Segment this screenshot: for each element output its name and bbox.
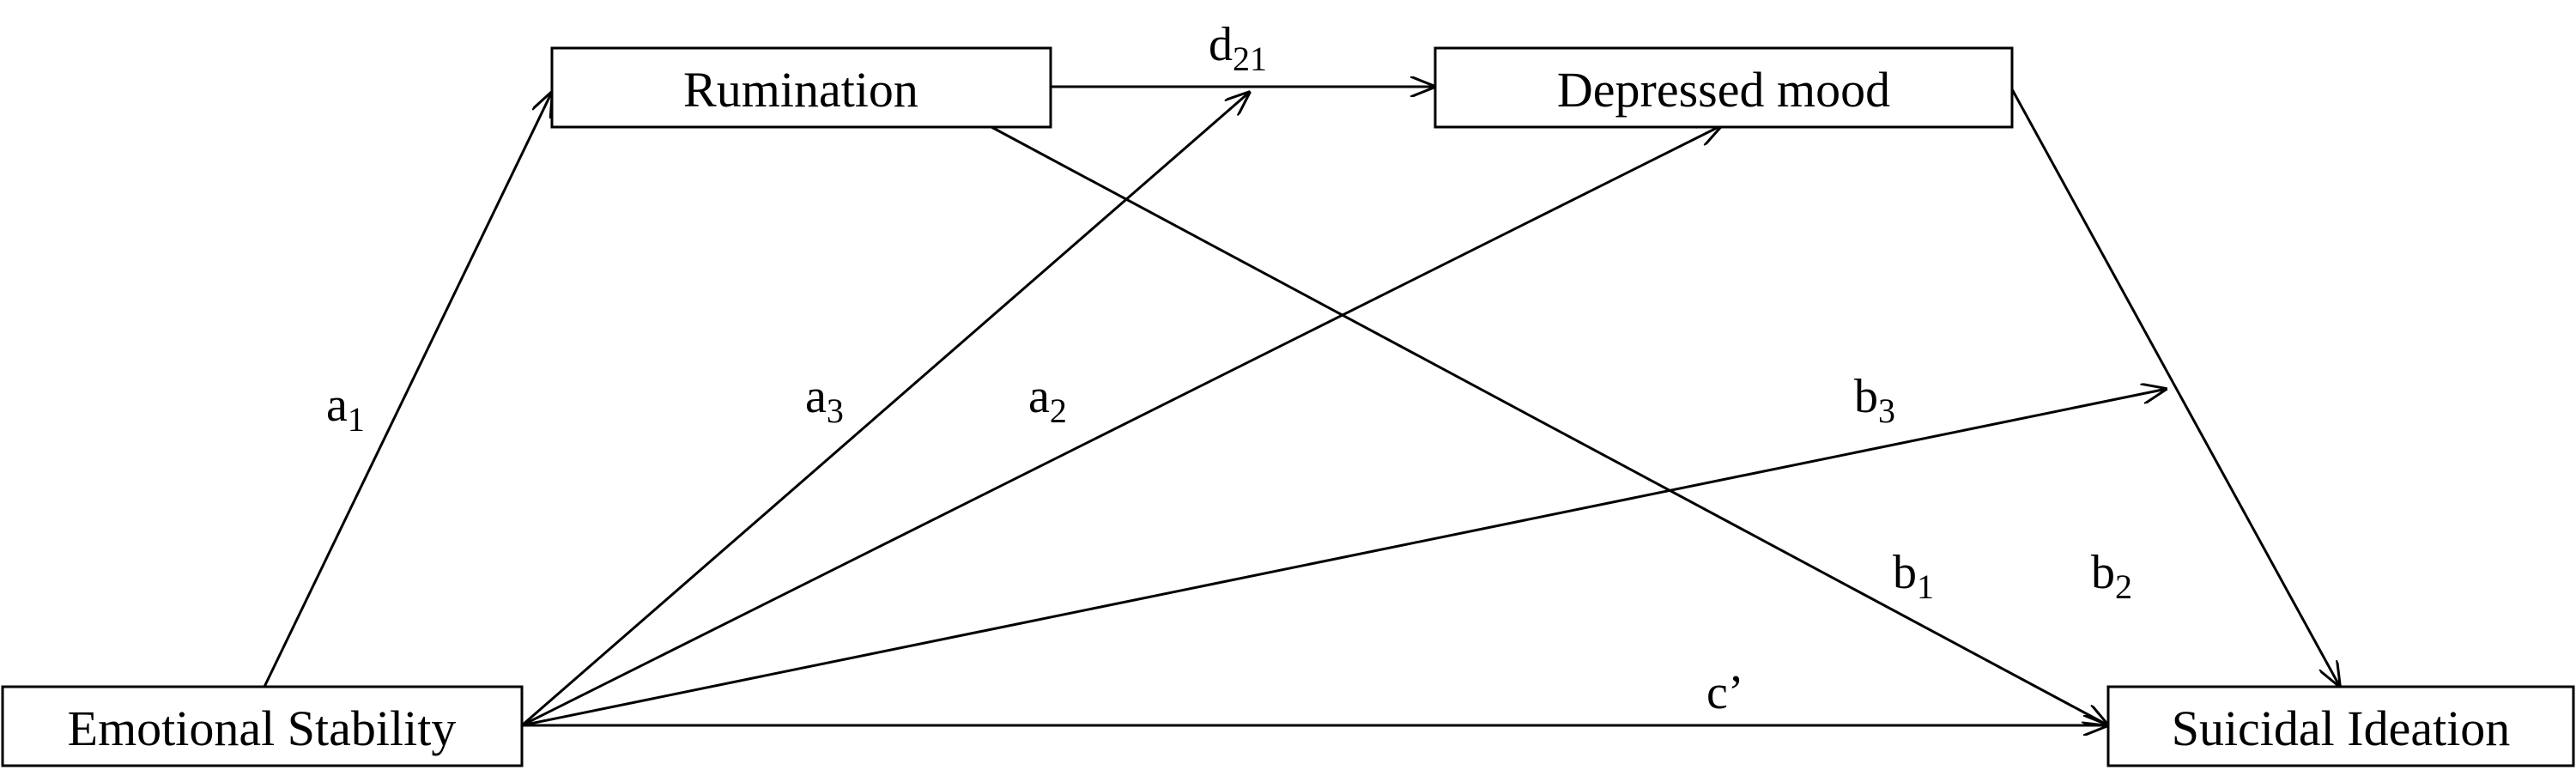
node-depressed-mood-label: Depressed mood <box>1557 62 1890 118</box>
node-depressed-mood: Depressed mood <box>1433 46 2014 129</box>
edge-a1 <box>263 92 552 688</box>
node-emotional-stability: Emotional Stability <box>1 685 524 767</box>
label-a2: a2 <box>1028 370 1067 430</box>
edge-a3 <box>521 92 1250 727</box>
node-rumination: Rumination <box>550 46 1052 129</box>
edge-b3 <box>521 389 2167 727</box>
label-b1: b1 <box>1893 546 1934 606</box>
label-b3: b3 <box>1854 370 1895 430</box>
label-d21: d21 <box>1209 18 1267 78</box>
edge-b1 <box>991 125 2108 725</box>
node-rumination-label: Rumination <box>683 62 918 118</box>
node-suicidal-ideation-label: Suicidal Ideation <box>2172 700 2511 756</box>
node-suicidal-ideation: Suicidal Ideation <box>2106 685 2575 767</box>
label-a3: a3 <box>805 370 844 430</box>
label-c-prime: c’ <box>1706 666 1744 719</box>
node-emotional-stability-label: Emotional Stability <box>68 700 457 756</box>
edge-a2 <box>521 125 1722 727</box>
label-a1: a1 <box>326 379 365 439</box>
label-b2: b2 <box>2091 546 2132 606</box>
edge-b2 <box>2010 88 2340 687</box>
